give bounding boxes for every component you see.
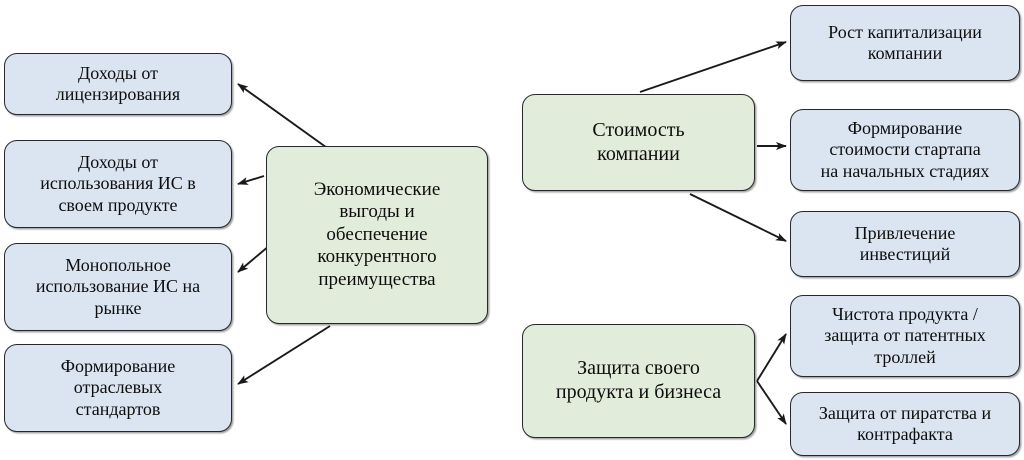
node-label: Привлечение инвестиций — [854, 222, 956, 264]
node-label: Формирование стоимости стартапа на начал… — [820, 118, 990, 181]
node-piracy-protection[interactable]: Защита от пиратства и контрафакта — [790, 392, 1020, 456]
node-label: Защита от пиратства и контрафакта — [818, 402, 992, 444]
connector-benefits-to-own-product — [237, 175, 265, 185]
node-monopoly-use[interactable]: Монопольное использование ИС на рынке — [4, 243, 232, 331]
connector-benefits-to-standards — [237, 325, 331, 385]
connector-protection-to-piracy — [756, 380, 787, 425]
node-income-licensing[interactable]: Доходы от лицензирования — [4, 53, 232, 115]
node-income-own-product[interactable]: Доходы от использования ИС в своем проду… — [4, 140, 232, 228]
node-capitalization-growth[interactable]: Рост капитализации компании — [790, 5, 1020, 81]
node-label: Рост капитализации компании — [828, 21, 982, 63]
node-label: Чистота продукта / защита от патентных т… — [824, 304, 986, 367]
node-label: Стоимость компании — [592, 118, 685, 165]
connector-value-to-investment — [689, 193, 787, 242]
connector-value-to-capitalization — [639, 41, 787, 93]
connector-benefits-to-licensing — [237, 83, 331, 151]
node-startup-valuation[interactable]: Формирование стоимости стартапа на начал… — [790, 109, 1020, 191]
node-label: Экономические выгоды и обеспечение конку… — [313, 178, 441, 290]
node-business-protection[interactable]: Защита своего продукта и бизнеса — [522, 324, 755, 438]
node-label: Формирование отраслевых стандартов — [60, 356, 176, 419]
node-industry-standards[interactable]: Формирование отраслевых стандартов — [4, 344, 232, 432]
connector-protection-to-clearance — [756, 333, 787, 382]
node-label: Монопольное использование ИС на рынке — [35, 255, 201, 318]
node-label: Защита своего продукта и бизнеса — [555, 357, 722, 403]
node-product-clearance[interactable]: Чистота продукта / защита от патентных т… — [790, 295, 1020, 377]
node-economic-benefits[interactable]: Экономические выгоды и обеспечение конку… — [266, 146, 488, 324]
node-company-value[interactable]: Стоимость компании — [522, 94, 755, 191]
node-label: Доходы от использования ИС в своем проду… — [40, 152, 196, 215]
node-label: Доходы от лицензирования — [55, 62, 181, 104]
node-attracting-investment[interactable]: Привлечение инвестиций — [790, 211, 1020, 277]
